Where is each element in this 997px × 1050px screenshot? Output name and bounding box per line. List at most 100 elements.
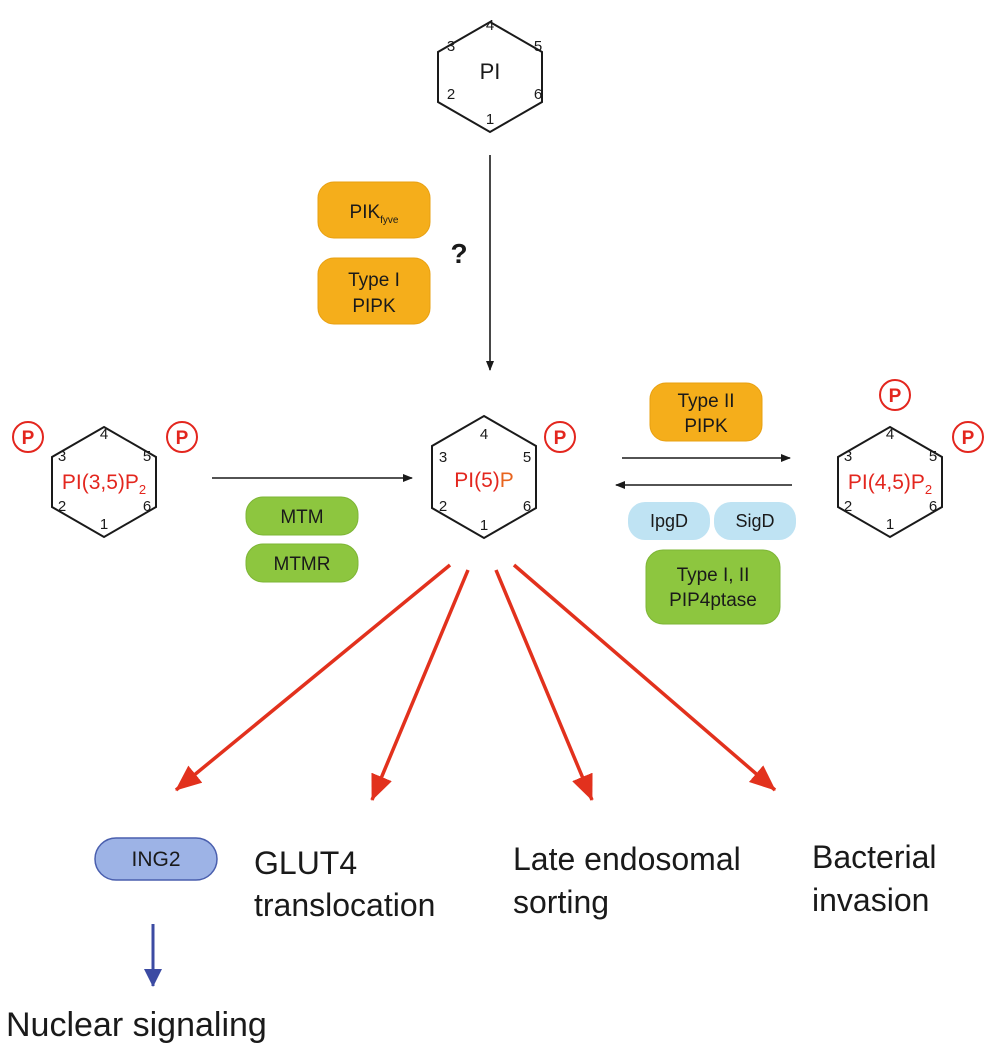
pi5p-ring-number-2: 2 — [439, 498, 447, 515]
pi45p2-ring-number-5: 5 — [929, 448, 937, 465]
pi5p-ring-number-6: 6 — [523, 498, 531, 515]
pi5p-suffix: P — [500, 469, 514, 492]
pi35p2-prefix: PI(3,5)P — [62, 471, 139, 494]
pi5p-ring-number-4: 4 — [480, 426, 488, 443]
mtm-box — [245, 496, 359, 536]
pikfyve-label: PIKfyve — [350, 202, 399, 226]
pi5p-to-bacterial-arrow — [512, 563, 777, 792]
pi-ring-number-5: 5 — [534, 38, 542, 55]
pi5p-label: PI(5)P — [454, 469, 514, 492]
phosphate-circle — [952, 421, 984, 453]
pi35p2-ring-number-3: 3 — [58, 448, 66, 465]
pip4ptase-line2: PIP4ptase — [669, 590, 757, 611]
pi35p2-ring-number-2: 2 — [58, 498, 66, 515]
type1-pipk-line2: PIPK — [352, 296, 396, 317]
pi35p2-subscript: 2 — [139, 482, 146, 497]
ipgd-enzyme: IpgD — [628, 502, 710, 540]
pi-ring-number-4: 4 — [486, 17, 494, 34]
mtmr-label: MTMR — [274, 554, 331, 575]
pi5p-ring-number-5: 5 — [523, 449, 531, 466]
pi35p2-label: PI(3,5)P2 — [62, 471, 146, 497]
pikfyve-main: PIK — [350, 202, 381, 223]
pi35p2-ring-number-4: 4 — [100, 426, 108, 443]
pi45p2-subscript: 2 — [925, 482, 932, 497]
ing2-node: ING2 — [94, 837, 218, 881]
pi-ring-number-6: 6 — [534, 86, 542, 103]
ipgd-label: IpgD — [650, 511, 688, 531]
pi5p-phosphate-5: P — [544, 421, 576, 453]
pi45p2-ring-number-3: 3 — [844, 448, 852, 465]
phosphate-label: P — [22, 428, 35, 449]
pikfyve-sub: fyve — [380, 215, 399, 226]
nuclear-signaling-label: Nuclear signaling — [6, 1006, 267, 1044]
phosphate-circle — [12, 421, 44, 453]
pikfyve-enzyme: PIKfyve — [317, 181, 431, 239]
pi35p2-ring — [51, 425, 157, 539]
pi5p-ring — [431, 414, 537, 540]
pi35p2-phosphate-5: P — [166, 421, 198, 453]
pi-ring — [437, 20, 543, 134]
pip4ptase-enzyme: Type I, II PIP4ptase — [645, 549, 781, 625]
ing2-box — [94, 837, 218, 881]
pi-label: PI — [480, 59, 501, 84]
pip4ptase-line1: Type I, II — [677, 565, 750, 586]
question-mark: ? — [450, 238, 467, 269]
pi5p-prefix: PI(5) — [454, 469, 500, 492]
pi45p2-ring-number-1: 1 — [886, 516, 894, 533]
pi45p2-ring-number-4: 4 — [886, 426, 894, 443]
type2-pipk-box — [649, 382, 763, 442]
pi35p2-ring-number-5: 5 — [143, 448, 151, 465]
phosphate-label: P — [889, 386, 902, 407]
pi45p2-ring-number-6: 6 — [929, 498, 937, 515]
sigd-label: SigD — [735, 511, 774, 531]
glut4-line1: GLUT4 — [254, 845, 357, 881]
pi5p-ring-number-1: 1 — [480, 517, 488, 534]
pip4ptase-box — [645, 549, 781, 625]
pi45p2-ring — [837, 425, 943, 539]
pi45p2-label: PI(4,5)P2 — [848, 471, 932, 497]
pi45p2-ring-number-2: 2 — [844, 498, 852, 515]
pi5p-to-ing2-arrow — [174, 563, 452, 792]
pi45p2-phosphate-5: P — [952, 421, 984, 453]
mtmr-enzyme: MTMR — [245, 543, 359, 583]
type2-pipk-line1: Type II — [677, 391, 734, 412]
pi5p-molecule: PI(5)P 4 3 5 2 6 1 P — [431, 414, 576, 540]
pi45p2-phosphate-4: P — [879, 379, 911, 411]
phosphate-label: P — [554, 428, 567, 449]
bacterial-line2: invasion — [812, 882, 929, 918]
type1-pipk-box — [317, 257, 431, 325]
phosphate-circle — [879, 379, 911, 411]
glut4-line2: translocation — [254, 887, 435, 923]
pi35p2-ring-number-1: 1 — [100, 516, 108, 533]
phosphate-label: P — [962, 428, 975, 449]
pi5p-to-glut4-arrow — [370, 569, 470, 801]
sigd-box — [714, 502, 796, 540]
pi-ring-number-2: 2 — [447, 86, 455, 103]
pi45p2-prefix: PI(4,5)P — [848, 471, 925, 494]
bacterial-line1: Bacterial — [812, 839, 937, 875]
late-endosomal-line2: sorting — [513, 884, 609, 920]
pi35p2-phosphate-3: P — [12, 421, 44, 453]
pi5p-to-late-endosomal-arrow — [494, 569, 594, 801]
sigd-enzyme: SigD — [714, 502, 796, 540]
pi5p-ring-number-3: 3 — [439, 449, 447, 466]
ipgd-box — [628, 502, 710, 540]
type2-pipk-enzyme: Type II PIPK — [649, 382, 763, 442]
type1-pipk-enzyme: Type I PIPK — [317, 257, 431, 325]
phosphate-label: P — [176, 428, 189, 449]
mtm-enzyme: MTM — [245, 496, 359, 536]
type2-pipk-line2: PIPK — [684, 416, 728, 437]
mtm-label: MTM — [280, 507, 323, 528]
pi45p2-molecule: PI(4,5)P2 4 3 5 2 6 1 P P — [837, 379, 984, 539]
mtmr-box — [245, 543, 359, 583]
type1-pipk-line1: Type I — [348, 270, 400, 291]
pikfyve-box — [317, 181, 431, 239]
pi-molecule: PI 4 3 5 2 6 1 — [437, 17, 543, 134]
pi-ring-number-3: 3 — [447, 38, 455, 55]
phosphate-circle — [544, 421, 576, 453]
late-endosomal-line1: Late endosomal — [513, 841, 741, 877]
ing2-label: ING2 — [131, 848, 180, 871]
pi35p2-ring-number-6: 6 — [143, 498, 151, 515]
